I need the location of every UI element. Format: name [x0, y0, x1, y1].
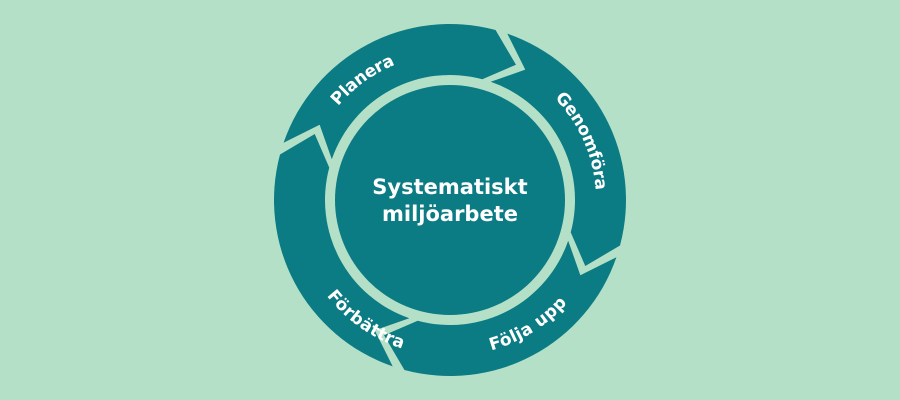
segment-genomfora	[490, 33, 626, 266]
segment-planera	[283, 24, 516, 160]
center-disc	[335, 85, 565, 315]
inner-ring-divider	[325, 75, 575, 325]
center-title-line-1: Systematiskt	[372, 175, 527, 199]
cycle-segments	[274, 24, 626, 376]
segment-forbattra	[274, 134, 410, 367]
segment-folja-upp	[384, 240, 617, 376]
center-title-line-2: miljöarbete	[382, 202, 518, 226]
